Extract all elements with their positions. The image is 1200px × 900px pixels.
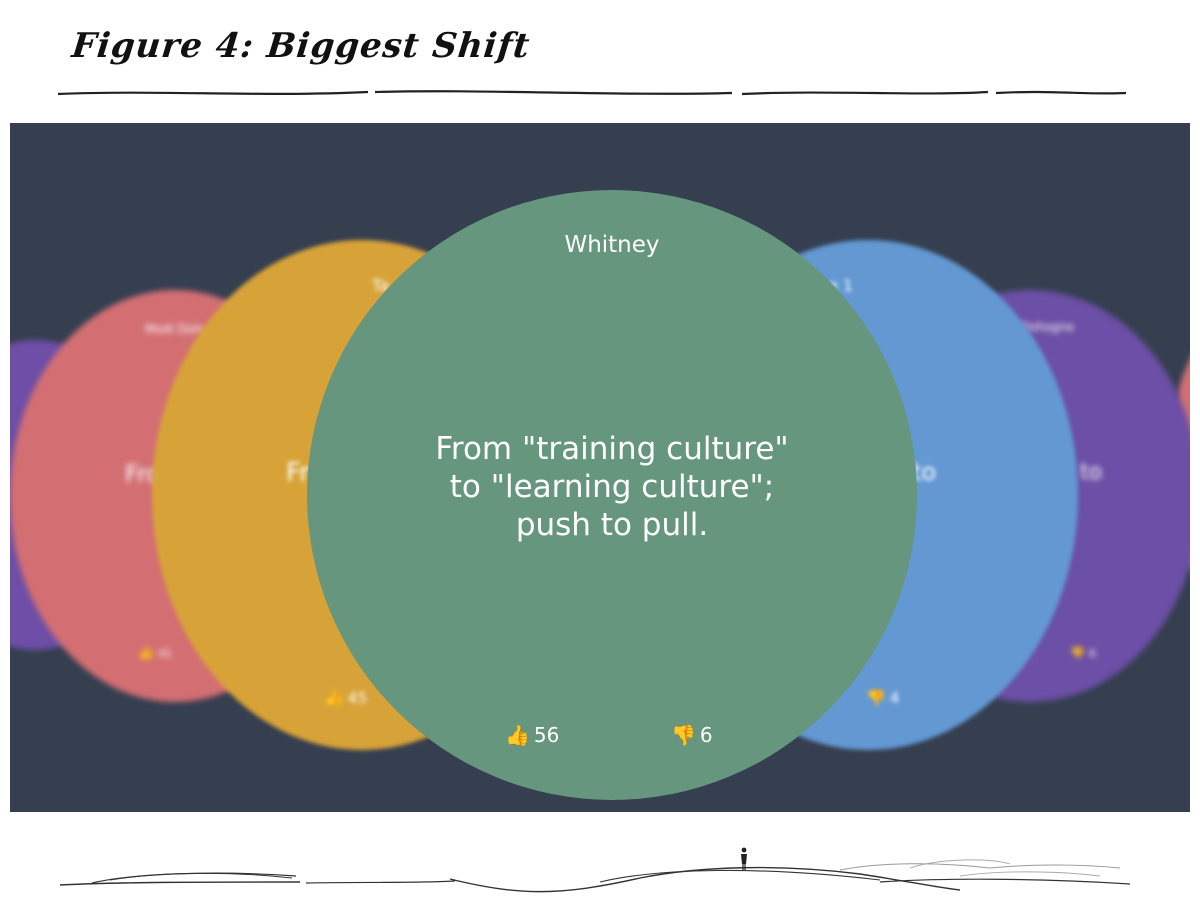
dislike-count: 6	[699, 723, 713, 747]
dislike-count: 4	[889, 689, 900, 707]
card-author: Dohogne	[1020, 320, 1075, 334]
card-author: Whitney	[564, 232, 660, 258]
dislike-count-group[interactable]: 👎4	[866, 688, 899, 707]
brainstorm-screenshot: Modi Dolo Fro 👍41 Ta Fr 👍45 Dohogne to 👎…	[10, 123, 1190, 812]
thumbs-down-icon: 👎	[671, 723, 696, 747]
dislike-button[interactable]: 👎6	[671, 723, 713, 747]
thumbs-up-icon: 👍	[505, 723, 530, 747]
like-count: 56	[533, 723, 560, 747]
card-text: to	[1080, 460, 1103, 485]
like-count: 41	[158, 647, 173, 660]
like-button[interactable]: 👍56	[505, 723, 559, 747]
title-underline	[57, 90, 1127, 96]
thumbs-down-icon: 👎	[1070, 646, 1085, 660]
figure-title: Figure 4: Biggest Shift	[69, 26, 533, 66]
card-author: Modi Dolo	[145, 322, 205, 336]
card-text: Fr	[286, 458, 310, 488]
dislike-count-group[interactable]: 👎6	[1070, 646, 1096, 660]
like-count-group[interactable]: 👍41	[138, 646, 172, 661]
idea-card-featured[interactable]: Whitney From "training culture" to "lear…	[307, 190, 917, 800]
like-count: 45	[347, 689, 368, 707]
thumbs-up-icon: 👍	[138, 646, 155, 661]
thumbs-down-icon: 👎	[866, 688, 886, 707]
card-text: From "training culture" to "learning cul…	[435, 431, 789, 543]
dislike-count: 6	[1088, 647, 1096, 660]
thumbs-up-icon: 👍	[324, 688, 344, 707]
landscape-sketch	[59, 847, 1131, 893]
like-count-group[interactable]: 👍45	[324, 688, 367, 707]
